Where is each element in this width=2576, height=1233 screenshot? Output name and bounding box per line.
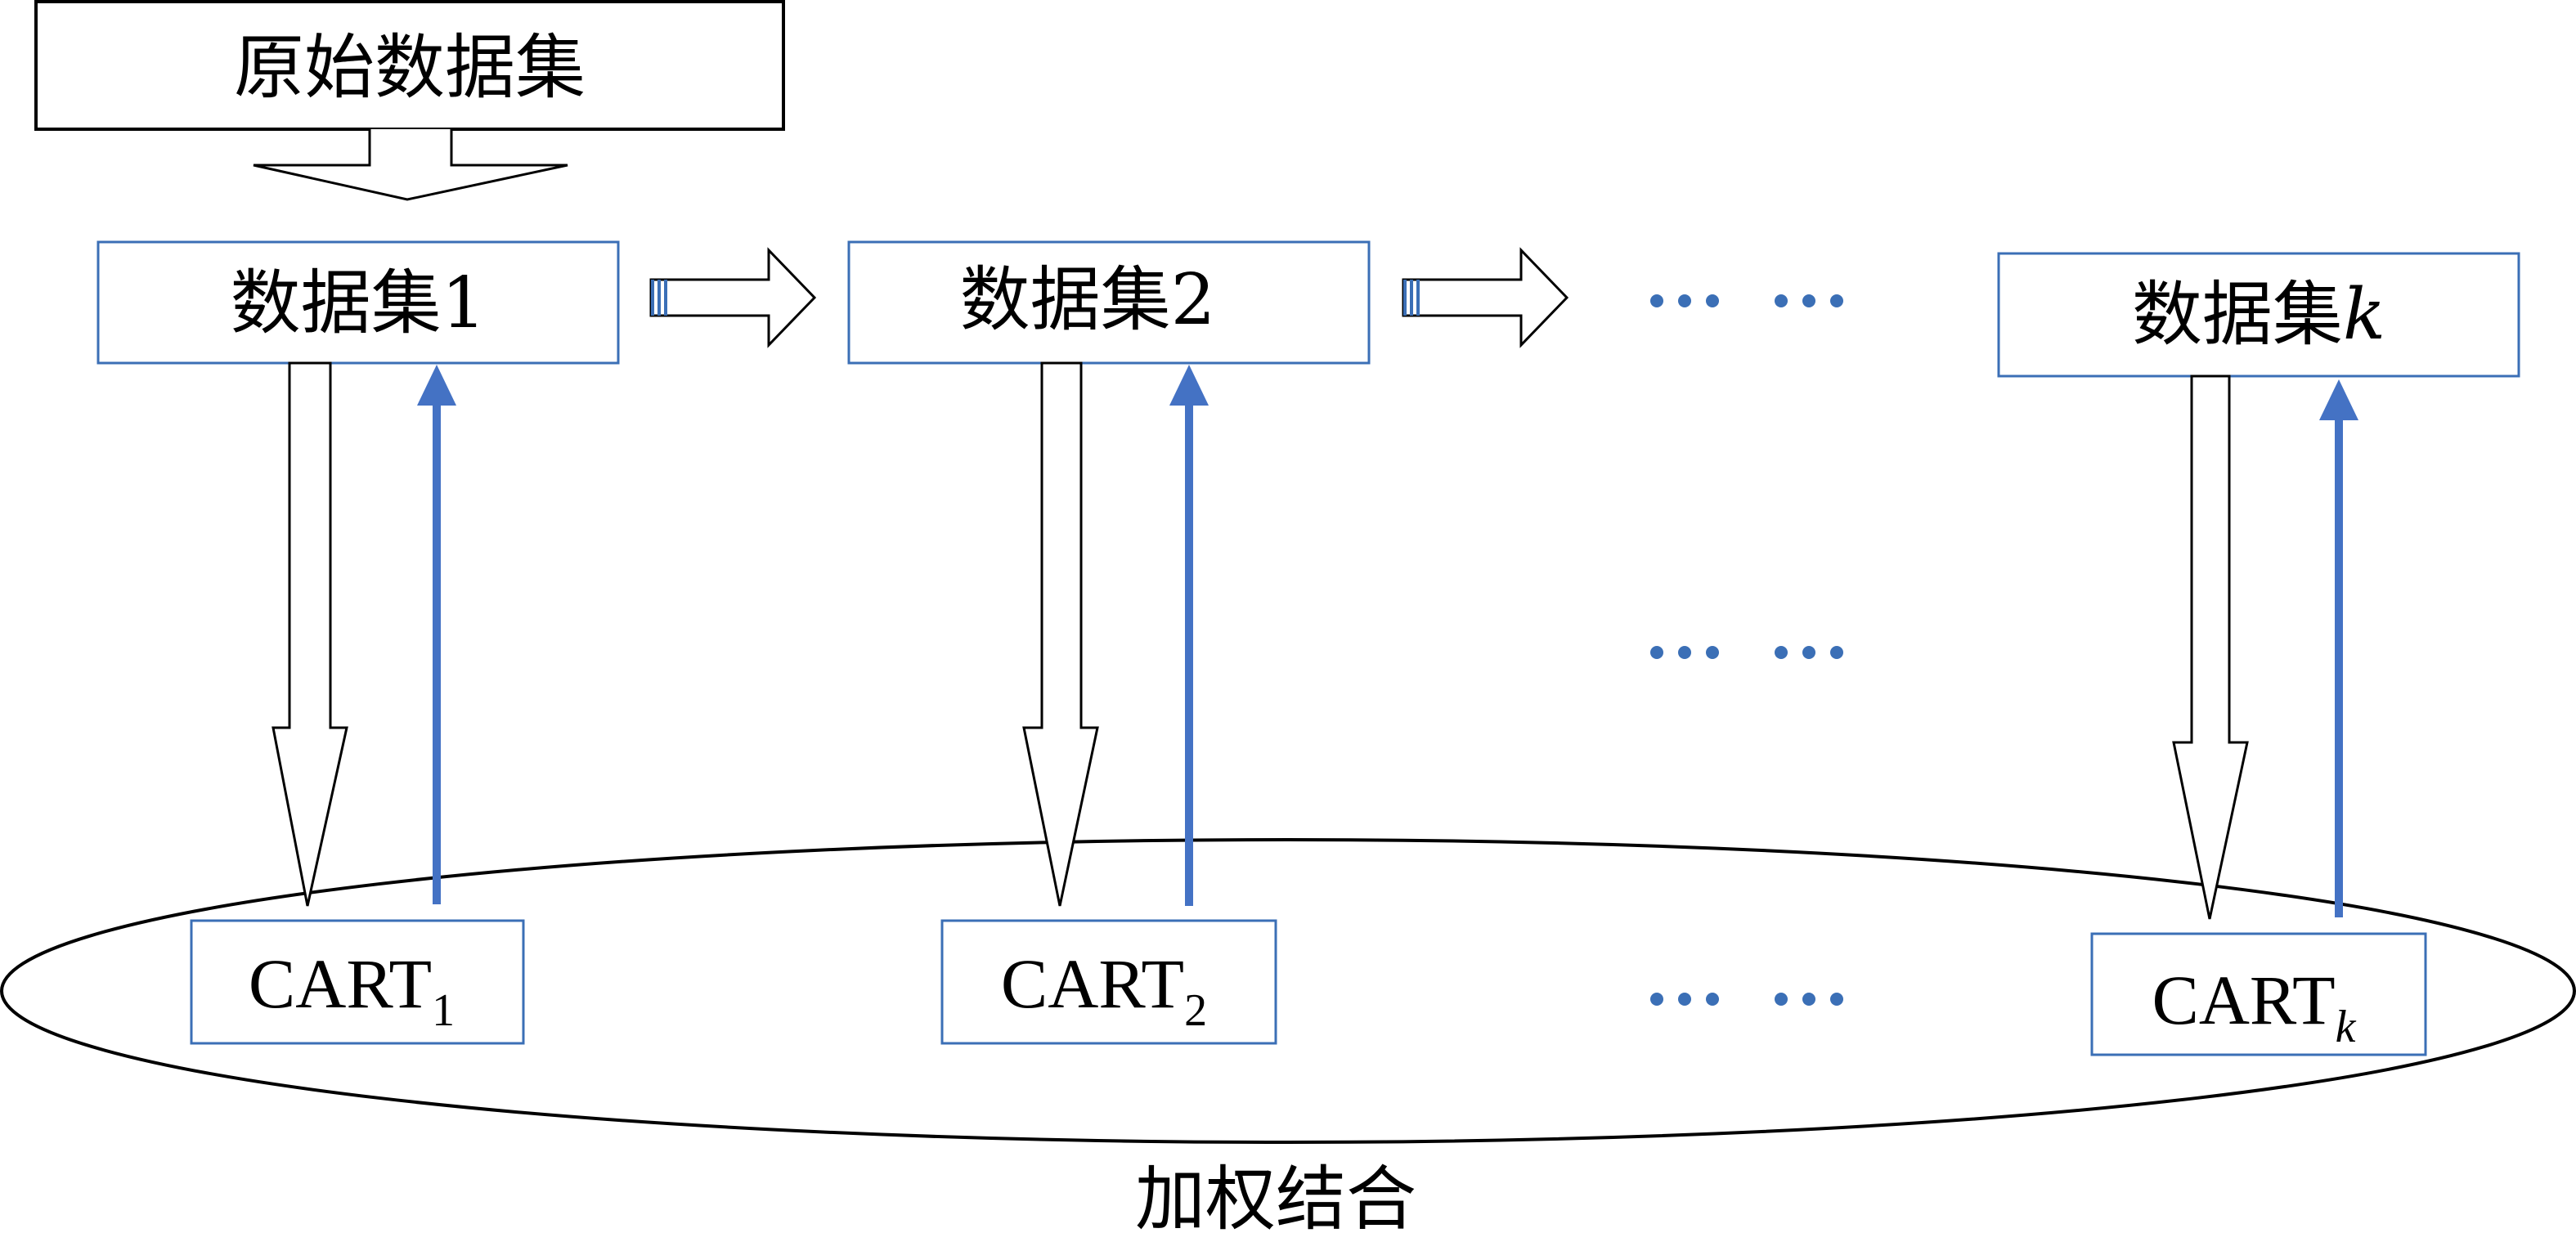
dataset-box-k [1997,252,2520,378]
model-base-1: CART [249,944,432,1023]
combine-label: 加权结合 [1135,1159,1416,1233]
dataset-prefix-k: 数据集 [2132,274,2343,356]
combine-ellipse [0,838,2576,1144]
ellipsis-row-middle [1650,646,1843,659]
feedback-arrow-1 [417,365,456,904]
model-label-2: CART2 [1001,944,1207,1036]
ellipsis-row-top [1650,294,1843,307]
dataset-box-1 [96,240,620,365]
model-box-k [2090,932,2427,1056]
model-sub-1: 1 [432,985,455,1036]
dataset-prefix-1: 数据集 [231,262,442,344]
dataset-label-1: 数据集1 [231,262,487,344]
model-sub-k: k [2336,1002,2357,1052]
dataset-label-k: 数据集k [2132,274,2385,356]
model-base-2: CART [1001,944,1184,1023]
dataset-suffix-k: k [2343,274,2385,356]
right-arrow-2-to-next [1402,247,1569,348]
source-dataset-label: 原始数据集 [234,27,586,109]
model-sub-2: 2 [1184,985,1207,1036]
down-arrow-1 [272,361,348,907]
model-box-2 [940,919,1277,1045]
dataset-box-2 [847,240,1371,365]
model-base-k: CART [2152,961,2335,1039]
dataset-prefix-2: 数据集 [960,259,1171,341]
feedback-arrow-k [2319,379,2358,917]
dataset-suffix-1: 1 [442,262,487,344]
dataset-label-2: 数据集2 [960,259,1216,341]
feedback-arrow-2 [1169,365,1209,906]
down-arrow-2 [1022,361,1099,907]
right-arrow-1-to-2 [649,247,817,348]
model-label-1: CART1 [249,944,455,1036]
down-arrow-k [2172,374,2249,920]
source-down-arrow [253,129,568,201]
dataset-suffix-2: 2 [1171,259,1216,341]
ellipsis-row-bottom [1650,993,1843,1006]
model-box-1 [190,919,525,1045]
model-label-k: CARTk [2152,961,2356,1052]
